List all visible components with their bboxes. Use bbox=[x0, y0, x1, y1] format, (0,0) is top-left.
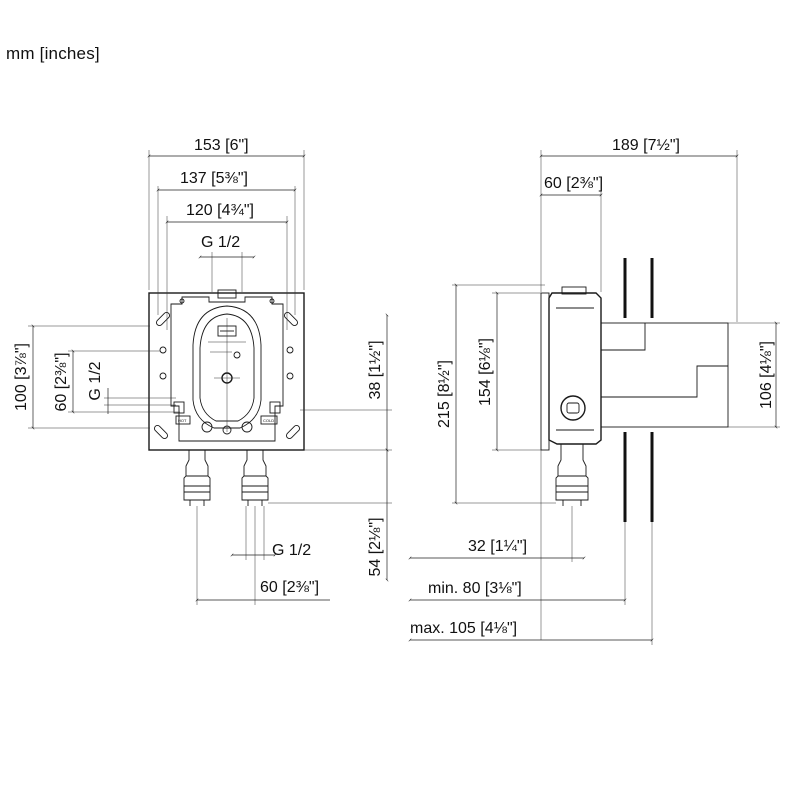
dim-215: 215 [8½"] bbox=[436, 360, 453, 428]
side-top-dimensions bbox=[539, 150, 739, 322]
slot-top-left bbox=[156, 312, 170, 326]
valve-body-outline bbox=[170, 296, 284, 442]
slot-bottom-left bbox=[154, 425, 168, 439]
thread-bottom: G 1/2 bbox=[272, 542, 311, 559]
side-left-dimensions bbox=[452, 283, 556, 505]
side-top-inlet bbox=[561, 286, 587, 295]
mounting-plate bbox=[148, 292, 305, 451]
slot-top-right bbox=[284, 312, 298, 326]
chamber-outline bbox=[192, 305, 262, 429]
dim-60-horiz: 60 [2⅜"] bbox=[260, 579, 319, 596]
chamber-inner bbox=[199, 313, 255, 422]
adjust-knob-icon bbox=[560, 395, 586, 421]
wall-plate bbox=[540, 292, 550, 451]
dim-60-side: 60 [2⅜"] bbox=[544, 175, 603, 192]
hot-tag bbox=[175, 415, 191, 425]
dim-60-vert: 60 [2⅜"] bbox=[53, 352, 70, 411]
dim-153: 153 [6"] bbox=[194, 137, 249, 154]
side-bottom-dimensions bbox=[408, 450, 654, 645]
slot-bottom-right bbox=[286, 425, 300, 439]
dim-max-105: max. 105 [4⅛"] bbox=[410, 620, 517, 637]
dim-137: 137 [5⅜"] bbox=[180, 170, 248, 187]
cold-tag bbox=[260, 415, 278, 425]
extension-sleeve bbox=[600, 322, 729, 428]
dim-106: 106 [4⅛"] bbox=[758, 341, 775, 409]
dim-38: 38 [1½"] bbox=[367, 340, 384, 399]
front-bottom-dimensions bbox=[195, 506, 330, 605]
dim-120: 120 [4¾"] bbox=[186, 202, 254, 219]
dim-32: 32 [1¼"] bbox=[468, 538, 527, 555]
screw-icon bbox=[233, 351, 241, 359]
side-connector bbox=[555, 444, 589, 506]
connector-right bbox=[241, 450, 269, 506]
connector-left bbox=[183, 450, 211, 506]
side-view: 189 [7½"] 60 [2⅜"] 215 [8½"] 154 [6⅛"] 1… bbox=[408, 137, 780, 645]
top-inlet bbox=[217, 289, 237, 299]
fitting-left-icon bbox=[201, 421, 213, 433]
units-label: mm [inches] bbox=[6, 44, 100, 63]
dim-154: 154 [6⅛"] bbox=[477, 338, 494, 406]
cold-label: COLD bbox=[263, 418, 274, 423]
front-right-dimensions bbox=[268, 313, 392, 582]
side-body bbox=[548, 292, 602, 445]
dim-min-80: min. 80 [3⅛"] bbox=[428, 580, 522, 597]
front-view: HOT COLD bbox=[13, 137, 392, 605]
dim-54: 54 [2⅛"] bbox=[367, 517, 384, 576]
fitting-right-icon bbox=[241, 421, 253, 433]
dim-100: 100 [3⅞"] bbox=[13, 343, 30, 411]
front-left-dimensions bbox=[28, 324, 180, 430]
front-top-dimensions bbox=[147, 150, 306, 330]
thread-left: G 1/2 bbox=[87, 361, 104, 400]
hot-label: HOT bbox=[178, 418, 187, 423]
side-right-dimensions bbox=[728, 321, 780, 429]
thread-top: G 1/2 bbox=[201, 234, 240, 251]
dim-189: 189 [7½"] bbox=[612, 137, 680, 154]
